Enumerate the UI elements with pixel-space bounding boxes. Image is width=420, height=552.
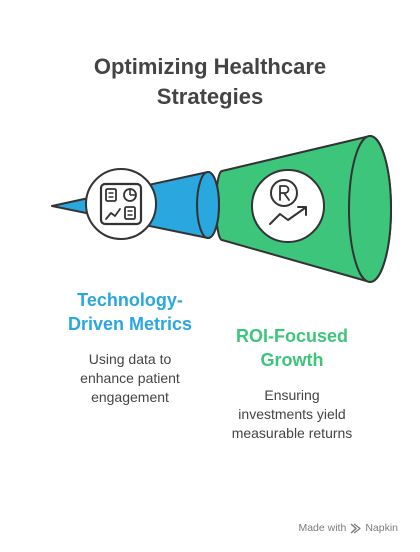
title-line-2: Strategies [156,84,264,109]
made-with-napkin-footer: Made with Napkin [298,522,398,534]
technology-label-line-2: Driven Metrics [67,314,193,334]
roi-label-line-1: ROI-Focused [235,326,348,346]
technology-description-line-1: Using data to [88,351,172,367]
technology-label-line-1: Technology- [77,290,183,310]
dashboard-icon [85,168,157,240]
roi-label-line-2: Growth [260,350,324,370]
napkin-brand: Napkin [365,522,398,534]
made-with-label: Made with [298,522,347,534]
page-title: Optimizing Healthcare Strategies [0,52,420,112]
technology-label: Technology- Driven Metrics [40,288,220,336]
title-line-1: Optimizing Healthcare [93,54,327,79]
roi-description-line-1: Ensuring [264,387,320,403]
technology-description-line-2: enhance patient [80,370,180,386]
technology-description: Using data to enhance patient engagement [40,350,220,407]
technology-description-line-3: engagement [91,389,169,405]
napkin-logo-icon [350,522,361,534]
roi-description-line-2: investments yield [238,406,346,422]
roi-growth-icon [251,169,325,243]
roi-label: ROI-Focused Growth [202,324,382,372]
roi-description-line-3: measurable returns [231,425,353,441]
roi-description: Ensuring investments yield measurable re… [202,386,382,443]
